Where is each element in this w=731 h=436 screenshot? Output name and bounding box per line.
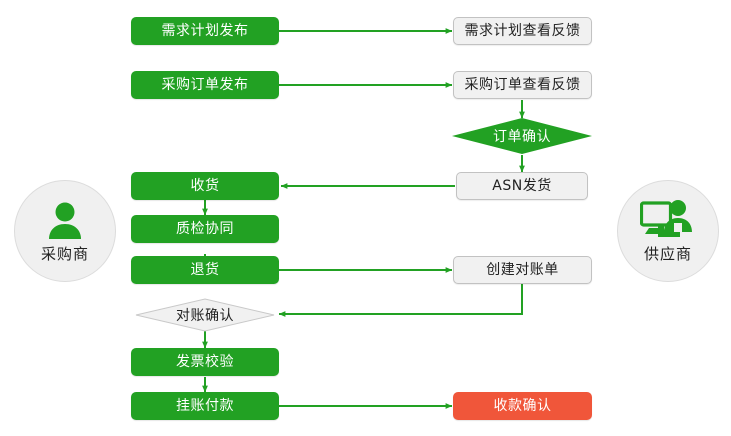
node-label: 需求计划发布 <box>161 23 249 39</box>
node-label: 创建对账单 <box>486 262 559 278</box>
node-label: 订单确认 <box>493 129 551 145</box>
node-demand-plan-view-feedback[interactable]: 需求计划查看反馈 <box>453 17 592 45</box>
node-demand-plan-publish[interactable]: 需求计划发布 <box>131 17 279 45</box>
node-label: 需求计划查看反馈 <box>464 23 581 39</box>
actor-buyer[interactable]: 采购商 <box>14 180 116 282</box>
node-label: 质检协同 <box>176 221 234 237</box>
node-label: 挂账付款 <box>176 398 234 414</box>
person-computer-icon <box>640 199 696 241</box>
node-order-confirm[interactable]: 订单确认 <box>452 118 592 154</box>
node-label: 对账确认 <box>176 308 234 324</box>
node-invoice-verification[interactable]: 发票校验 <box>131 348 279 376</box>
node-label: 收款确认 <box>493 398 552 414</box>
node-label: ASN发货 <box>492 178 552 194</box>
person-icon <box>44 199 86 241</box>
actor-buyer-label: 采购商 <box>40 244 89 263</box>
node-return-goods[interactable]: 退货 <box>131 256 279 284</box>
node-quality-inspection-collaboration[interactable]: 质检协同 <box>131 215 279 243</box>
node-create-reconciliation-statement[interactable]: 创建对账单 <box>453 256 592 284</box>
node-asn-shipment[interactable]: ASN发货 <box>456 172 588 200</box>
node-label: 采购订单发布 <box>161 77 249 93</box>
node-payable-payment[interactable]: 挂账付款 <box>131 392 279 420</box>
node-receive-goods[interactable]: 收货 <box>131 172 279 200</box>
actor-supplier-label: 供应商 <box>643 244 692 263</box>
node-payment-receipt-confirm[interactable]: 收款确认 <box>453 392 592 420</box>
edge-n10-n11 <box>278 284 523 317</box>
node-label: 采购订单查看反馈 <box>464 77 581 93</box>
node-purchase-order-publish[interactable]: 采购订单发布 <box>131 71 279 99</box>
node-reconciliation-confirm[interactable]: 对账确认 <box>135 298 275 332</box>
node-label: 发票校验 <box>176 354 234 370</box>
node-label: 退货 <box>190 262 220 278</box>
node-label: 收货 <box>190 178 220 194</box>
node-purchase-order-view-feedback[interactable]: 采购订单查看反馈 <box>453 71 592 99</box>
actor-supplier[interactable]: 供应商 <box>617 180 719 282</box>
